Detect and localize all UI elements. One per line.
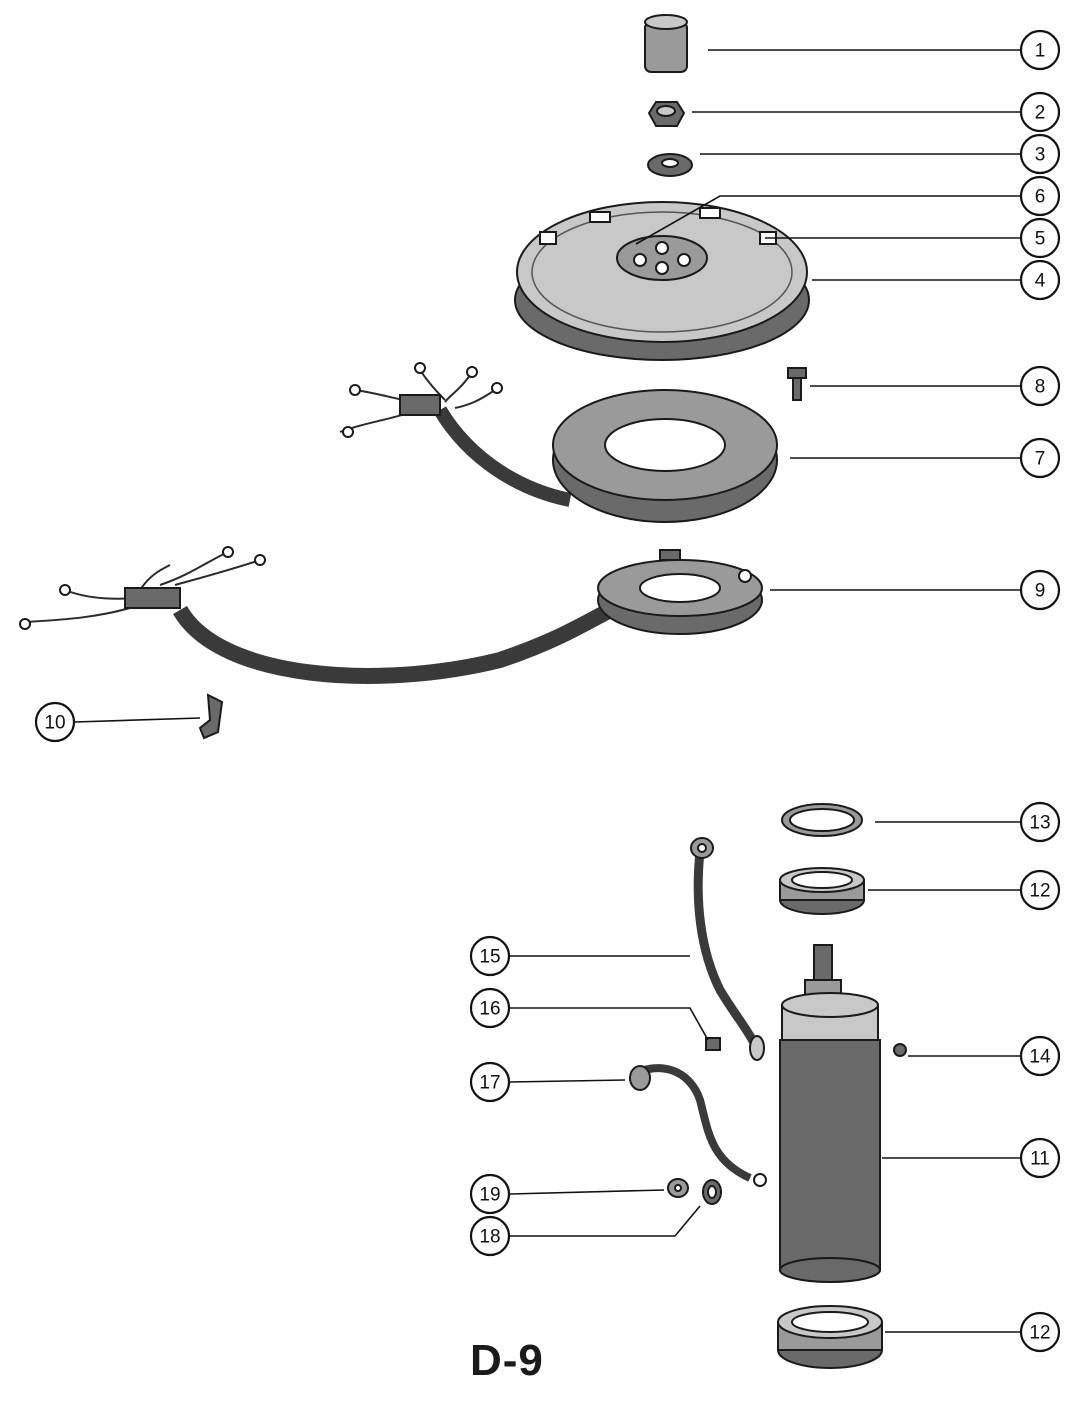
part-flywheel [514,201,810,361]
callout-3: 3 [700,133,1061,175]
callout-9: 9 [770,569,1061,611]
part-washer [647,153,693,177]
callout-18: 18 [469,1205,701,1257]
part-cable-17 [629,1064,767,1187]
callout-12: 12 [885,1311,1061,1353]
callout-circle [1019,437,1061,479]
callout-circle [469,1215,511,1257]
callout-4: 4 [812,259,1061,301]
callout-number: 11 [1030,1149,1050,1170]
callout-6: 6 [635,175,1061,245]
callout-circle [1019,29,1061,71]
callout-circle [1019,869,1061,911]
part-screw-16 [705,1037,721,1051]
part-hex-nut [647,101,686,127]
callout-number: 4 [1035,271,1046,292]
callout-number: 3 [1035,145,1046,166]
callout-number: 12 [1029,1323,1050,1344]
callout-number: 16 [479,999,500,1020]
part-nut-19 [667,1178,689,1198]
callout-circle [469,987,511,1029]
callout-7: 7 [790,437,1061,479]
part-washer-18 [702,1179,722,1205]
callout-number: 1 [1035,41,1046,62]
leader-line [635,195,1020,245]
callout-11: 11 [882,1137,1061,1179]
part-end-cap [777,1305,883,1369]
callout-number: 13 [1029,813,1050,834]
callout-2: 2 [692,91,1061,133]
part-trigger [19,546,763,684]
part-screw-8 [787,367,807,401]
leader-line [74,717,201,723]
callout-19: 19 [469,1173,665,1215]
callout-number: 7 [1035,449,1046,470]
callout-13: 13 [875,801,1061,843]
callout-number: 8 [1035,377,1046,398]
leader-line [510,1205,701,1237]
callout-number: 9 [1035,581,1046,602]
callout-8: 8 [810,365,1061,407]
leader-line [510,1007,709,1041]
callout-circle [469,935,511,977]
callout-16: 16 [469,987,709,1041]
callout-circle [1019,569,1061,611]
part-cable-15 [690,837,765,1061]
part-nut-14 [893,1043,907,1057]
callout-circle [1019,1311,1061,1353]
callout-number: 19 [479,1185,500,1206]
callout-circle [1019,175,1061,217]
callout-number: 12 [1029,881,1050,902]
callout-number: 6 [1035,187,1046,208]
callout-circle [1019,133,1061,175]
callout-circle [1019,217,1061,259]
callout-5: 5 [765,217,1061,259]
callout-circle [1019,365,1061,407]
callout-circle [1019,1137,1061,1179]
callout-circle [1019,91,1061,133]
callout-number: 18 [479,1227,500,1248]
callout-number: 17 [479,1073,500,1094]
part-cap [644,14,688,73]
callout-10: 10 [34,701,201,743]
callout-circle [469,1173,511,1215]
callout-circle [34,701,76,743]
part-stator [339,362,778,523]
callout-17: 17 [469,1061,626,1103]
callout-circle [1019,1035,1061,1077]
callout-circle [1019,259,1061,301]
part-starter-motor [779,944,881,1283]
callout-15: 15 [469,935,690,977]
callout-number: 10 [44,713,65,734]
callout-number: 14 [1029,1047,1051,1068]
diagram-code: D-9 [470,1336,544,1385]
callout-12: 12 [868,869,1061,911]
callout-circle [469,1061,511,1103]
leader-line [509,1189,665,1195]
part-clip [198,693,224,740]
callout-1: 1 [708,29,1061,71]
callout-circle [1019,801,1061,843]
part-bushing-top [779,867,865,915]
callout-14: 14 [908,1035,1061,1077]
callout-number: 2 [1035,103,1046,124]
leader-line [509,1079,626,1083]
callout-number: 15 [479,947,500,968]
callout-number: 5 [1035,229,1046,250]
part-ring [781,803,863,837]
